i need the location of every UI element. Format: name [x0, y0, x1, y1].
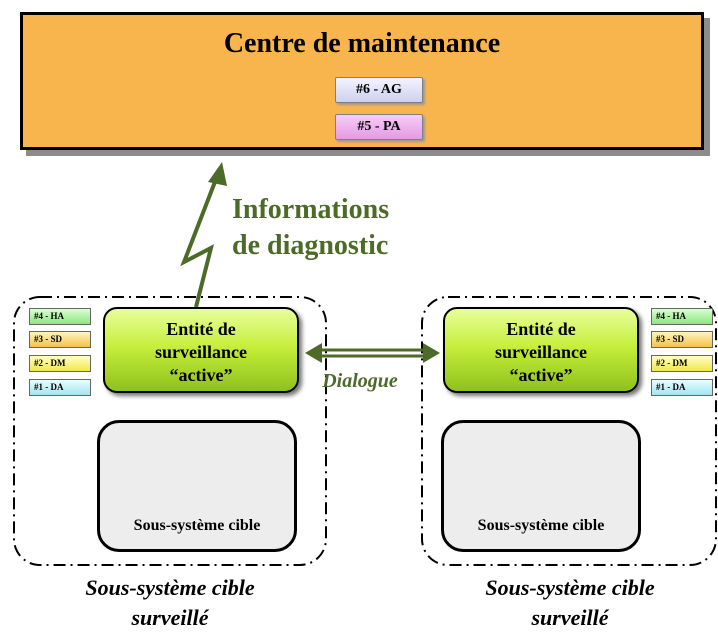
dialogue-arrow: [305, 343, 440, 363]
left-tag-1-da: #1 - DA: [29, 379, 91, 396]
right-subsystem-line-2: surveillé: [531, 605, 609, 630]
right-entity-line-2: surveillance: [495, 342, 587, 362]
right-subsystem-boundary: [421, 296, 717, 566]
dialogue-label: Dialogue: [322, 370, 398, 392]
left-target-subsystem-box: [97, 420, 297, 552]
right-entity-line-1: Entité de: [506, 319, 576, 339]
left-subsystem-line-1: Sous-système cible: [85, 575, 255, 600]
left-subsystem-caption: Sous-système cible surveillé: [40, 573, 300, 633]
left-tag-4-ha: #4 - HA: [29, 308, 91, 325]
left-tag-2-dm: #2 - DM: [29, 355, 91, 372]
left-tag-3-sd: #3 - SD: [29, 331, 91, 348]
level-5-pa-box: #5 - PA: [335, 114, 423, 140]
diagnostic-line-1: Informations: [232, 194, 390, 225]
left-monitoring-entity: [103, 307, 299, 393]
level-6-ag-box: #6 - AG: [335, 77, 423, 103]
diagnostic-line-2: de diagnostic: [232, 230, 389, 261]
right-monitoring-entity: [443, 307, 639, 393]
left-subsystem-boundary: [13, 296, 327, 566]
right-tag-4-ha: #4 - HA: [651, 308, 713, 325]
left-entity-line-2: surveillance: [155, 342, 247, 362]
right-target-subsystem-box: [441, 420, 641, 552]
right-entity-label: Entité de surveillance “active”: [443, 318, 639, 387]
left-entity-line-3: “active”: [169, 365, 233, 385]
right-tag-2-dm: #2 - DM: [651, 355, 713, 372]
right-subsystem-caption: Sous-système cible surveillé: [440, 573, 700, 633]
left-subsystem-line-2: surveillé: [131, 605, 209, 630]
diagnostic-info-label: Informations de diagnostic: [232, 192, 432, 264]
right-subsystem-line-1: Sous-système cible: [485, 575, 655, 600]
left-entity-label: Entité de surveillance “active”: [103, 318, 299, 387]
right-target-label: Sous-système cible: [477, 517, 605, 534]
maintenance-center-title: Centre de maintenance: [223, 28, 501, 59]
right-tag-1-da: #1 - DA: [651, 379, 713, 396]
left-target-label: Sous-système cible: [133, 517, 261, 534]
right-tag-3-sd: #3 - SD: [651, 331, 713, 348]
left-entity-line-1: Entité de: [166, 319, 236, 339]
diagnostic-arrow: [180, 162, 227, 308]
right-entity-line-3: “active”: [509, 365, 573, 385]
